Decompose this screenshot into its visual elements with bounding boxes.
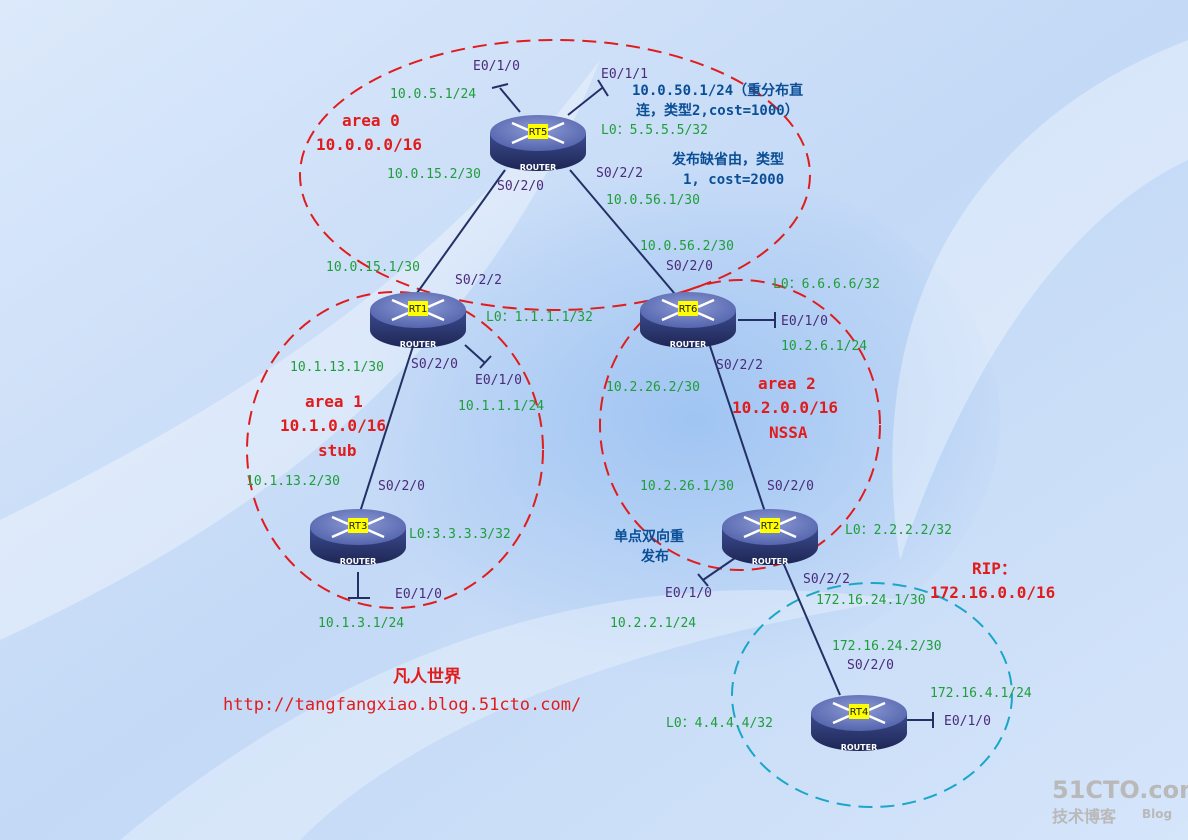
router-rt2[interactable]: RT2 ROUTER <box>722 509 818 566</box>
rt3-loopback: L0:3.3.3.3/32 <box>409 527 511 542</box>
area2-type: NSSA <box>769 423 808 442</box>
rt1-loopback: L0：1.1.1.1/32 <box>486 310 593 325</box>
rt4-e010-address: 172.16.4.1/24 <box>930 686 1032 701</box>
rt4-loopback: L0：4.4.4.4/32 <box>666 716 773 731</box>
watermark-logo: 51CTO.com <box>1052 776 1188 804</box>
rt6-s022-interface: S0/2/2 <box>716 358 763 373</box>
router-device-label: ROUTER <box>752 557 789 566</box>
link-rt5-rt6 <box>569 169 681 301</box>
router-name-badge <box>348 518 368 533</box>
router-rt4[interactable]: RT4 ROUTER <box>811 695 907 752</box>
default-route-note-line1: 发布缺省由，类型 <box>671 151 784 168</box>
rt5-e011-interface: E0/1/1 <box>601 67 648 82</box>
rt5-s022-interface: S0/2/2 <box>596 166 643 181</box>
router-name-badge <box>528 124 548 139</box>
rt2-e010-interface: E0/1/0 <box>665 586 712 601</box>
rt6-s022-address: 10.2.26.2/30 <box>606 380 700 395</box>
rt3-s020-address: 10.1.13.2/30 <box>246 474 340 489</box>
rt5-s020-interface: S0/2/0 <box>497 179 544 194</box>
rt6-e010-address: 10.2.6.1/24 <box>781 339 867 354</box>
background-glow <box>320 160 1000 680</box>
router-name-badge <box>678 301 698 316</box>
rt5-loopback: L0：5.5.5.5/32 <box>601 123 708 138</box>
router-device-label: ROUTER <box>520 163 557 172</box>
router-name-badge <box>408 301 428 316</box>
rt1-s020-interface: S0/2/0 <box>411 357 458 372</box>
rt5-e010-address: 10.0.5.1/24 <box>390 87 476 102</box>
area2-name: area 2 <box>758 374 816 393</box>
rt1-e010-interface: E0/1/0 <box>475 373 522 388</box>
rt2-loopback: L0：2.2.2.2/32 <box>845 523 952 538</box>
area2-ring <box>599 279 881 571</box>
router-rt5[interactable]: RT5 ROUTER <box>490 115 586 172</box>
router-rt6[interactable]: RT6 ROUTER <box>640 292 736 349</box>
router-name-badge <box>849 704 869 719</box>
author-blog-url[interactable]: http://tangfangxiao.blog.51cto.com/ <box>223 695 581 715</box>
rt4-e010-interface: E0/1/0 <box>944 714 991 729</box>
rt3-e010-interface: E0/1/0 <box>395 587 442 602</box>
rt6-s020-address: 10.0.56.2/30 <box>640 239 734 254</box>
rt5-s020-address: 10.0.15.2/30 <box>387 167 481 182</box>
area1-network: 10.1.0.0/16 <box>280 416 386 435</box>
background-swoosh-3 <box>120 590 900 840</box>
redistribute-note-line1: 10.0.50.1/24（重分布直 <box>632 82 803 99</box>
background-swoosh-2 <box>892 40 1188 560</box>
rt1-s022-interface: S0/2/2 <box>455 273 502 288</box>
rt4-s020-interface: S0/2/0 <box>847 658 894 673</box>
watermark-blog: Blog <box>1142 807 1172 821</box>
router-rt1[interactable]: RT1 ROUTER <box>370 292 466 349</box>
router-name: RT1 <box>409 304 428 315</box>
link-rt2-rt4 <box>781 559 841 696</box>
rt2-s022-address: 172.16.24.1/30 <box>816 593 926 608</box>
router-device-label: ROUTER <box>400 340 437 349</box>
ethernet-stubs <box>348 79 934 728</box>
rip-name: RIP： <box>972 559 1017 578</box>
background-swoosh-1 <box>0 60 600 640</box>
area1-ring <box>246 291 544 609</box>
link-rt6-rt2 <box>707 339 766 513</box>
router-device-label: ROUTER <box>841 743 878 752</box>
rt3-s020-interface: S0/2/0 <box>378 479 425 494</box>
area0-ring <box>299 39 811 311</box>
redistribute-note-line2: 连，类型2,cost=1000） <box>636 102 799 119</box>
area0-name: area 0 <box>342 111 400 130</box>
router-device-label: ROUTER <box>340 557 377 566</box>
rt2-s020-address: 10.2.26.1/30 <box>640 479 734 494</box>
router-name: RT3 <box>349 521 368 532</box>
link-rt5-rt1 <box>411 169 506 301</box>
rt1-s022-address: 10.0.15.1/30 <box>326 260 420 275</box>
area1-type: stub <box>318 441 357 460</box>
rt1-s020-address: 10.1.13.1/30 <box>290 360 384 375</box>
rt2-s020-interface: S0/2/0 <box>767 479 814 494</box>
router-rt3[interactable]: RT3 ROUTER <box>310 509 406 566</box>
rt5-e010-interface: E0/1/0 <box>473 59 520 74</box>
default-route-note-line2: 1, cost=2000 <box>683 172 784 188</box>
link-rt1-rt3 <box>359 339 416 513</box>
router-name: RT4 <box>850 707 869 718</box>
two-way-redistribute-note-line2: 发布 <box>640 548 669 565</box>
rt6-e010-interface: E0/1/0 <box>781 314 828 329</box>
rt6-s020-interface: S0/2/0 <box>666 259 713 274</box>
router-name: RT6 <box>679 304 698 315</box>
area1-name: area 1 <box>305 392 363 411</box>
router-name-badge <box>760 518 780 533</box>
rt5-s022-address: 10.0.56.1/30 <box>606 193 700 208</box>
router-name: RT2 <box>761 521 780 532</box>
watermark-subtitle: 技术博客 <box>1052 807 1117 826</box>
area2-network: 10.2.0.0/16 <box>732 398 838 417</box>
two-way-redistribute-note-line1: 单点双向重 <box>614 528 684 545</box>
rip-network: 172.16.0.0/16 <box>930 583 1055 602</box>
area0-network: 10.0.0.0/16 <box>316 135 422 154</box>
rt2-s022-interface: S0/2/2 <box>803 572 850 587</box>
author-name: 凡人世界 <box>393 667 461 687</box>
router-name: RT5 <box>529 127 548 138</box>
rt1-e010-address: 10.1.1.1/24 <box>458 399 544 414</box>
router-device-label: ROUTER <box>670 340 707 349</box>
rt4-s020-address: 172.16.24.2/30 <box>832 639 942 654</box>
rip-ring <box>731 582 1013 808</box>
rt6-loopback: L0：6.6.6.6/32 <box>773 277 880 292</box>
rt3-e010-address: 10.1.3.1/24 <box>318 616 404 631</box>
rt2-e010-address: 10.2.2.1/24 <box>610 616 696 631</box>
